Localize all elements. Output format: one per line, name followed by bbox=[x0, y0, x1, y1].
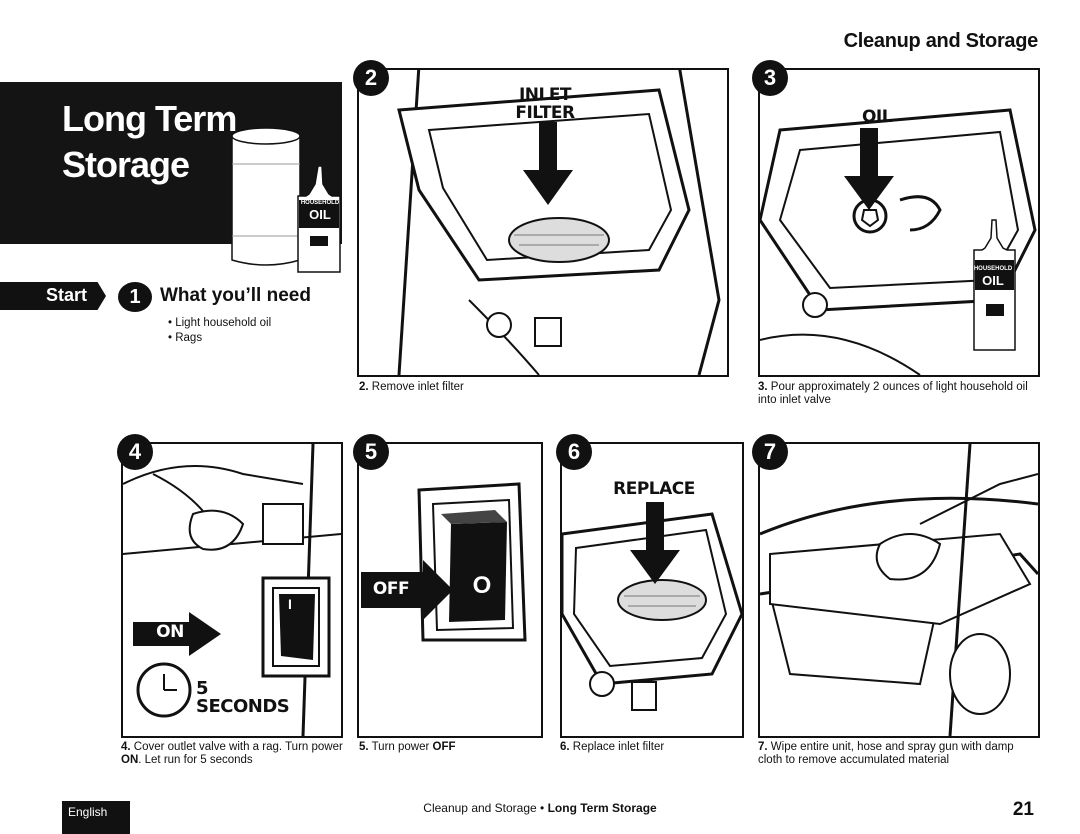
bottle-label-top: HOUSEHOLD bbox=[973, 266, 1013, 272]
section-title: Cleanup and Storage bbox=[843, 30, 1039, 52]
step-2-number: 2 bbox=[353, 60, 389, 96]
step-3-number: 3 bbox=[752, 60, 788, 96]
cover-outlet-illustration bbox=[123, 444, 341, 736]
switch-off-symbol: O bbox=[472, 572, 492, 599]
step-4-panel bbox=[121, 442, 343, 738]
on-label: ON bbox=[156, 622, 184, 642]
step-4-number: 4 bbox=[117, 434, 153, 470]
storage-illustration bbox=[231, 127, 341, 273]
step-5-caption: 5. Turn power OFF bbox=[359, 741, 456, 753]
inlet-label: INLET bbox=[518, 85, 572, 105]
step-4-caption: 4. Cover outlet valve with a rag. Turn p… bbox=[121, 741, 343, 766]
step-1-title: What you’ll need bbox=[160, 285, 311, 306]
step-1-number: 1 bbox=[118, 282, 152, 312]
bottle-label-main: OIL bbox=[982, 273, 1004, 288]
step-2-caption: 2. Remove inlet filter bbox=[359, 381, 464, 393]
oil-label-top: HOUSEHOLD bbox=[300, 200, 340, 206]
filter-label: FILTER bbox=[515, 103, 575, 123]
footer-breadcrumb: Cleanup and Storage • Long Term Storage bbox=[423, 801, 657, 815]
power-switch-illustration bbox=[361, 482, 527, 642]
page-title: Long Term Storage bbox=[62, 98, 237, 185]
page-number: 21 bbox=[1012, 799, 1034, 820]
oil-valve-illustration bbox=[760, 108, 1037, 375]
start-label: Start bbox=[46, 285, 88, 305]
language-tab: English bbox=[62, 801, 130, 834]
step-7-caption: 7. Wipe entire unit, hose and spray gun … bbox=[758, 741, 1014, 766]
list-item: • Light household oil bbox=[168, 317, 272, 329]
step-6-caption: 6. Replace inlet filter bbox=[560, 741, 665, 753]
step-6-panel bbox=[560, 442, 744, 738]
replace-filter-illustration bbox=[562, 502, 742, 711]
replace-label: REPLACE bbox=[613, 479, 695, 499]
needs-list: • Light household oil • Rags bbox=[168, 316, 271, 346]
step-5-panel bbox=[357, 442, 543, 738]
wipe-unit-illustration bbox=[760, 444, 1038, 736]
step-3-panel bbox=[758, 68, 1040, 377]
step-3-caption: 3. Pour approximately 2 ounces of light … bbox=[758, 381, 1028, 406]
switch-on-symbol: I bbox=[288, 596, 292, 612]
step-5-number: 5 bbox=[353, 434, 389, 470]
step-7-number: 7 bbox=[752, 434, 788, 470]
oil-overlay-label: OIL bbox=[861, 107, 893, 127]
step-2-panel bbox=[357, 68, 729, 377]
step-7-panel bbox=[758, 442, 1040, 738]
off-label: OFF bbox=[372, 579, 410, 599]
seconds-label: 5 SECONDS bbox=[196, 678, 290, 717]
inlet-filter-illustration bbox=[397, 70, 721, 375]
list-item: • Rags bbox=[168, 332, 203, 344]
step-6-number: 6 bbox=[556, 434, 592, 470]
oil-label-main: OIL bbox=[309, 207, 331, 222]
start-arrow bbox=[0, 282, 106, 310]
